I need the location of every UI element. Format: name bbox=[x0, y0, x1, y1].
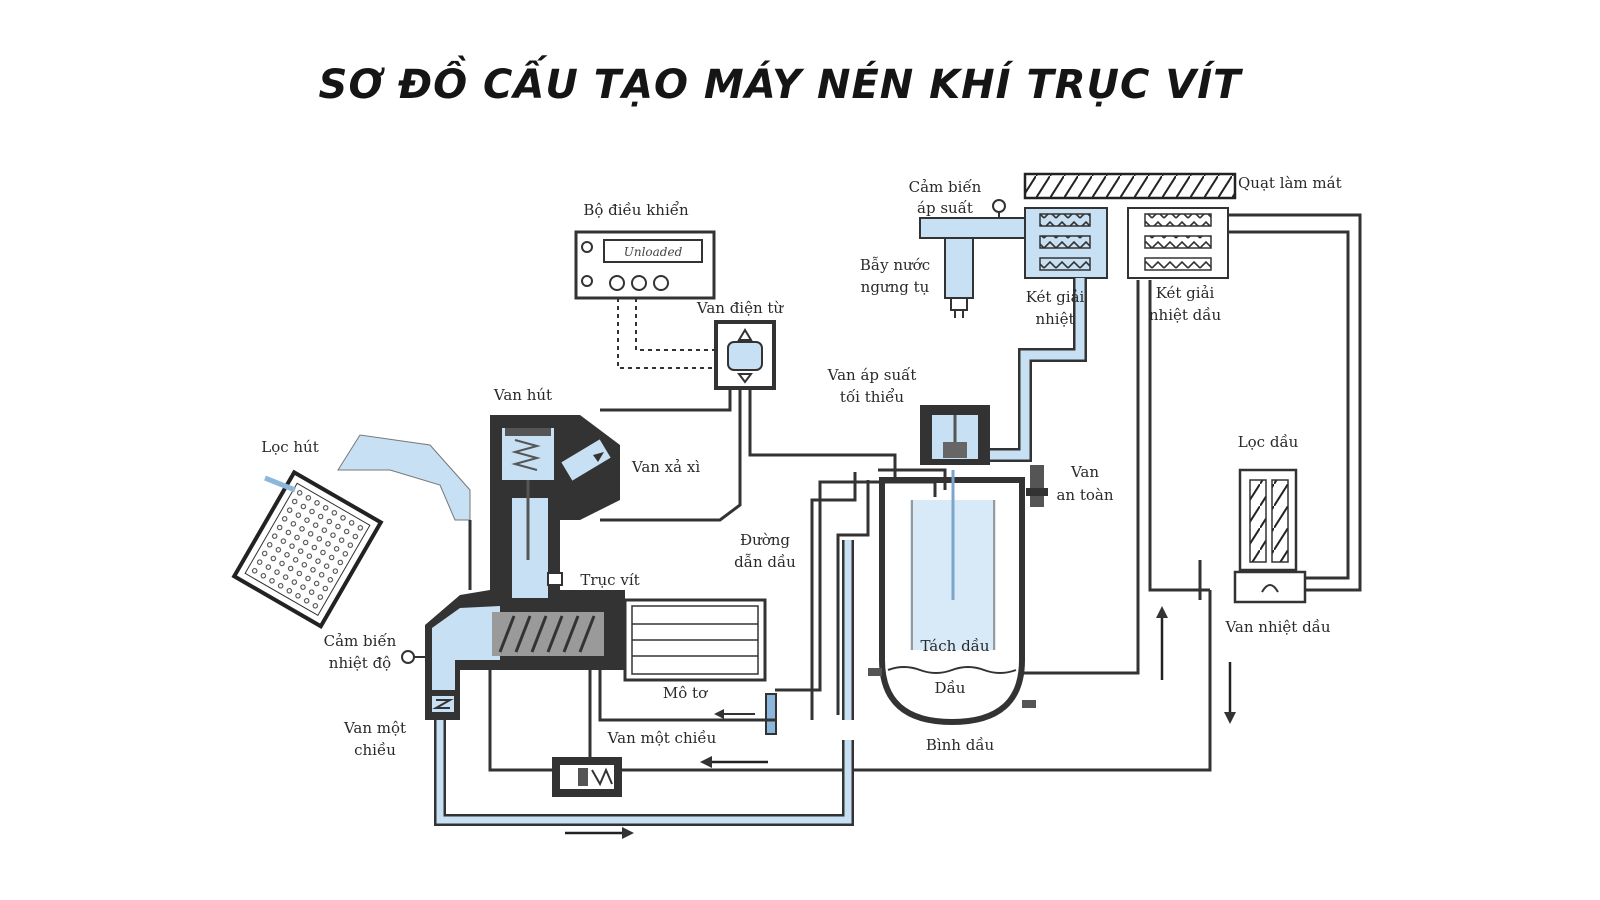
label-oil-cooler-1: Két giải bbox=[1156, 284, 1215, 302]
label-safety-valve-2: an toàn bbox=[1056, 486, 1113, 504]
label-screw: Trục vít bbox=[580, 571, 639, 589]
solenoid-valve bbox=[714, 320, 776, 390]
suction-filter bbox=[231, 469, 384, 630]
motor bbox=[604, 598, 767, 682]
label-temp-sensor-1: Cảm biến bbox=[324, 632, 397, 650]
pressure-sensor bbox=[919, 199, 1026, 239]
label-check-valve-bottom: Van một chiều bbox=[607, 729, 717, 747]
label-oil: Dầu bbox=[935, 679, 966, 697]
label-temp-sensor-2: nhiệt độ bbox=[329, 654, 391, 672]
controller-display: Unloaded bbox=[624, 245, 683, 259]
label-blow-off-valve: Van xả xì bbox=[631, 458, 700, 476]
label-oil-separator: Tách dầu bbox=[920, 637, 989, 655]
label-oil-cooler-2: nhiệt dầu bbox=[1149, 306, 1222, 324]
label-min-pressure-valve-2: tối thiểu bbox=[840, 388, 904, 406]
label-air-cooler-1: Két giải bbox=[1026, 288, 1085, 306]
label-min-pressure-valve-1: Van áp suất bbox=[827, 366, 917, 384]
label-pressure-sensor-1: Cảm biến bbox=[909, 178, 982, 196]
label-controller: Bộ điều khiển bbox=[583, 201, 689, 219]
controller: Unloaded bbox=[574, 230, 716, 300]
check-valve-bottom bbox=[552, 757, 622, 797]
label-oil-line-2: dẫn dầu bbox=[734, 553, 796, 571]
label-oil-tank: Bình dầu bbox=[926, 736, 995, 754]
label-condensate-trap-2: ngưng tụ bbox=[861, 278, 930, 296]
oil-separator-tank bbox=[868, 470, 1036, 726]
cooling-fan bbox=[1023, 172, 1237, 200]
safety-valve bbox=[1026, 465, 1048, 507]
oil-thermostatic-valve bbox=[1233, 570, 1307, 604]
air-cooler bbox=[1024, 207, 1108, 279]
label-motor: Mô tơ bbox=[663, 684, 708, 702]
label-condensate-trap-1: Bẫy nước bbox=[860, 256, 930, 274]
label-intake-valve: Van hút bbox=[493, 386, 552, 404]
label-oil-line-1: Đường bbox=[740, 531, 790, 549]
diagram-title: SƠ ĐỒ CẤU TẠO MÁY NÉN KHÍ TRỤC VÍT bbox=[318, 62, 1242, 108]
oil-filter bbox=[1238, 468, 1298, 572]
label-cooling-fan: Quạt làm mát bbox=[1238, 174, 1342, 192]
label-safety-valve-1: Van bbox=[1070, 463, 1099, 481]
temperature-sensor bbox=[401, 650, 415, 664]
label-solenoid-valve: Van điện từ bbox=[696, 299, 785, 317]
check-valve-left bbox=[425, 690, 460, 720]
label-check-valve-left-1: Van một bbox=[343, 719, 406, 737]
label-suction-filter: Lọc hút bbox=[261, 438, 319, 456]
label-pressure-sensor-2: áp suất bbox=[917, 199, 973, 217]
minimum-pressure-valve bbox=[920, 405, 990, 465]
condensate-trap bbox=[944, 237, 974, 318]
compressor-housing bbox=[425, 415, 625, 715]
label-oil-filter: Lọc dầu bbox=[1238, 433, 1299, 451]
label-check-valve-left-2: chiều bbox=[354, 741, 396, 759]
oil-cooler bbox=[1127, 207, 1229, 279]
label-oil-thermo-valve: Van nhiệt dầu bbox=[1224, 618, 1330, 636]
label-air-cooler-2: nhiệt bbox=[1035, 310, 1074, 328]
